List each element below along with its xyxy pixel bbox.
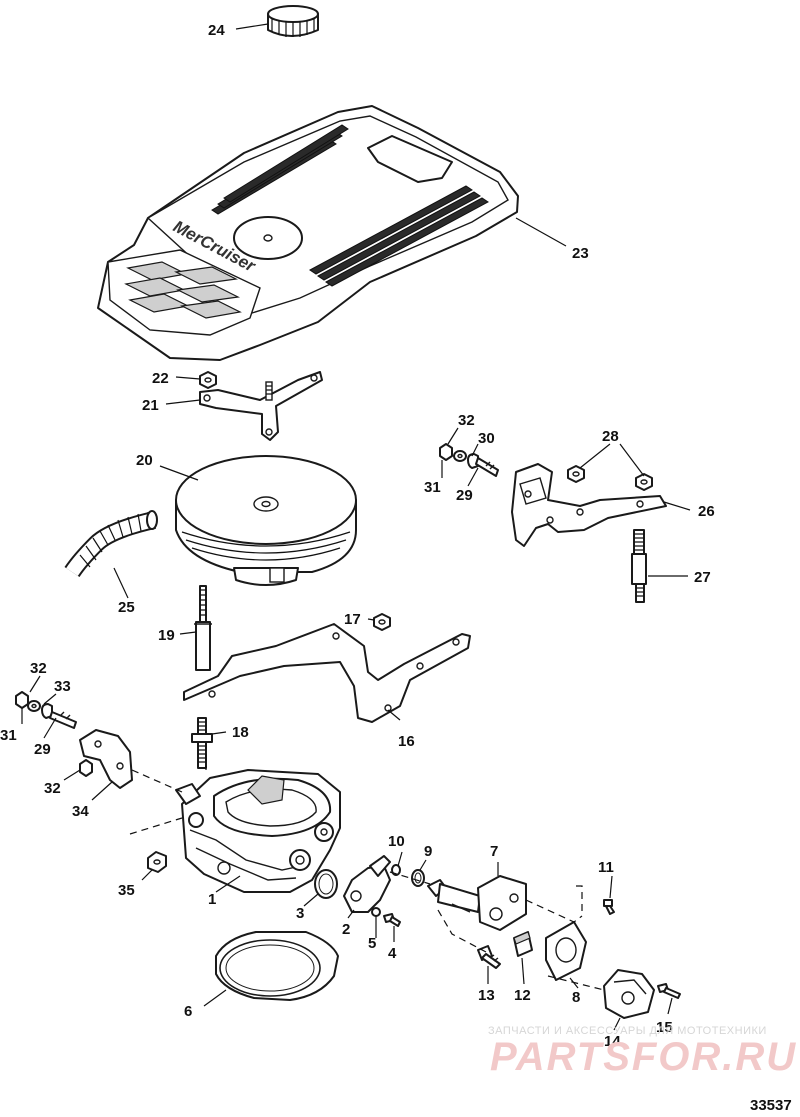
callout-35: 35 — [118, 882, 135, 899]
callout-2: 2 — [342, 921, 350, 938]
watermark-brand: PARTSFOR.RU — [490, 1035, 797, 1079]
part-22-nut — [199, 371, 217, 389]
figure-number: 33537 — [750, 1097, 792, 1114]
callout-18: 18 — [232, 724, 249, 741]
callout-28: 28 — [602, 428, 619, 445]
callout-5: 5 — [368, 935, 376, 952]
part-26-cable-bracket — [511, 463, 667, 547]
callout-29-left: 29 — [34, 741, 51, 758]
watermark-tagline: ЗАПЧАСТИ И АКСЕССУАРЫ ДЛЯ МОТОТЕХНИКИ — [488, 1025, 767, 1037]
callout-34: 34 — [72, 803, 89, 820]
callout-22: 22 — [152, 370, 169, 387]
part-8-gasket — [545, 921, 587, 981]
callout-30: 30 — [478, 430, 495, 447]
callout-4: 4 — [388, 945, 397, 962]
part-4-screw — [383, 913, 401, 927]
callout-23: 23 — [572, 245, 589, 262]
part-18-stud-bolt — [191, 717, 213, 769]
callout-11: 11 — [598, 859, 614, 876]
callout-29-upper: 29 — [456, 487, 473, 504]
callout-1: 1 — [208, 891, 216, 908]
callout-15: 15 — [656, 1019, 673, 1036]
callout-17: 17 — [344, 611, 361, 628]
callout-12: 12 — [514, 987, 531, 1004]
part-14-sensor — [603, 969, 655, 1019]
part-20-flame-arrestor — [175, 455, 357, 586]
callout-8: 8 — [572, 989, 580, 1006]
part-5-washer — [371, 907, 381, 917]
cover-vent-slots — [124, 261, 242, 319]
part-25-breather-hose — [64, 510, 158, 578]
callout-32-bracket: 32 — [44, 780, 61, 797]
left-hardware-set — [15, 691, 77, 729]
part-2-position-sensor — [343, 855, 391, 913]
callout-32-left: 32 — [30, 660, 47, 677]
part-23-engine-cover: MerCruiser — [97, 105, 519, 361]
callout-9: 9 — [424, 843, 432, 860]
callout-27: 27 — [694, 569, 711, 586]
callout-31-left: 31 — [0, 727, 17, 744]
callout-6: 6 — [184, 1003, 192, 1020]
part-19-stud — [194, 585, 212, 671]
callout-7: 7 — [490, 843, 498, 860]
part-10-o-ring — [391, 864, 401, 876]
part-15-screw — [657, 983, 681, 999]
part-11-screw — [603, 899, 615, 915]
part-3-o-ring — [314, 869, 338, 899]
callout-24: 24 — [208, 22, 225, 39]
part-21-cover-bracket — [199, 371, 323, 441]
upper-hardware-set — [439, 443, 499, 477]
callout-14: 14 — [604, 1033, 621, 1050]
leader-lines — [21, 23, 691, 1031]
part-34-throttle-bracket — [79, 729, 133, 789]
part-7-idle-air-control — [427, 875, 527, 931]
part-24-fill-cap — [267, 5, 319, 37]
part-6-base-gasket — [215, 931, 339, 1001]
part-28-nuts — [567, 465, 653, 491]
part-12-seal — [513, 931, 533, 957]
part-16-support-bracket — [183, 623, 471, 723]
callout-numbers: 24 23 22 21 20 25 32 30 31 29 28 26 27 1… — [0, 22, 715, 1050]
part-9-o-ring — [411, 869, 425, 887]
callout-13: 13 — [478, 987, 495, 1004]
callout-16: 16 — [398, 733, 415, 750]
callout-26: 26 — [698, 503, 715, 520]
part-35-nut — [147, 851, 167, 873]
assembly-lines — [129, 742, 605, 991]
callout-20: 20 — [136, 452, 153, 469]
callout-33: 33 — [54, 678, 71, 695]
callout-10: 10 — [388, 833, 405, 850]
callout-3: 3 — [296, 905, 304, 922]
callout-31-upper: 31 — [424, 479, 441, 496]
callout-32-upper: 32 — [458, 412, 475, 429]
part-17-nut — [373, 613, 391, 631]
part-1-throttle-body — [175, 769, 341, 893]
callout-25: 25 — [118, 599, 135, 616]
cover-ribs — [211, 124, 489, 287]
callout-19: 19 — [158, 627, 175, 644]
callout-21: 21 — [142, 397, 159, 414]
part-27-stud — [631, 529, 647, 603]
watermark: ЗАПЧАСТИ И АКСЕССУАРЫ ДЛЯ МОТОТЕХНИКИ PA… — [488, 1025, 797, 1079]
